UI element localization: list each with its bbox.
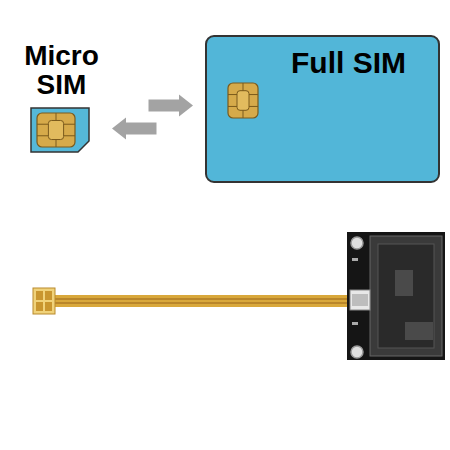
block-arrow [149,95,194,117]
component [352,322,358,325]
flex-cable [50,295,355,307]
holder-board [347,232,445,360]
holder-slot [378,244,434,348]
cable-trace [50,298,355,300]
contact-pad [45,291,52,300]
card-outline [30,107,90,153]
holder-window [395,270,413,296]
contact-pad [36,291,43,300]
sim-label: Full SIM [291,46,406,79]
block-arrow [112,118,157,140]
component [352,258,358,261]
holder-window [405,322,433,340]
screw [351,237,363,249]
micro-sim-card: Micro SIM [30,107,90,153]
contact-pad [36,302,43,311]
cable-trace [50,302,355,304]
sim-contact-end [33,288,55,314]
sim-label: Micro SIM [14,41,109,100]
fpc-connector [350,290,370,310]
full-sim-card: Full SIM [205,35,440,183]
swap-arrows [112,95,193,140]
sim-holder [370,236,442,356]
screw [351,346,363,358]
fpc-latch [352,294,368,306]
contact-pad [45,302,52,311]
